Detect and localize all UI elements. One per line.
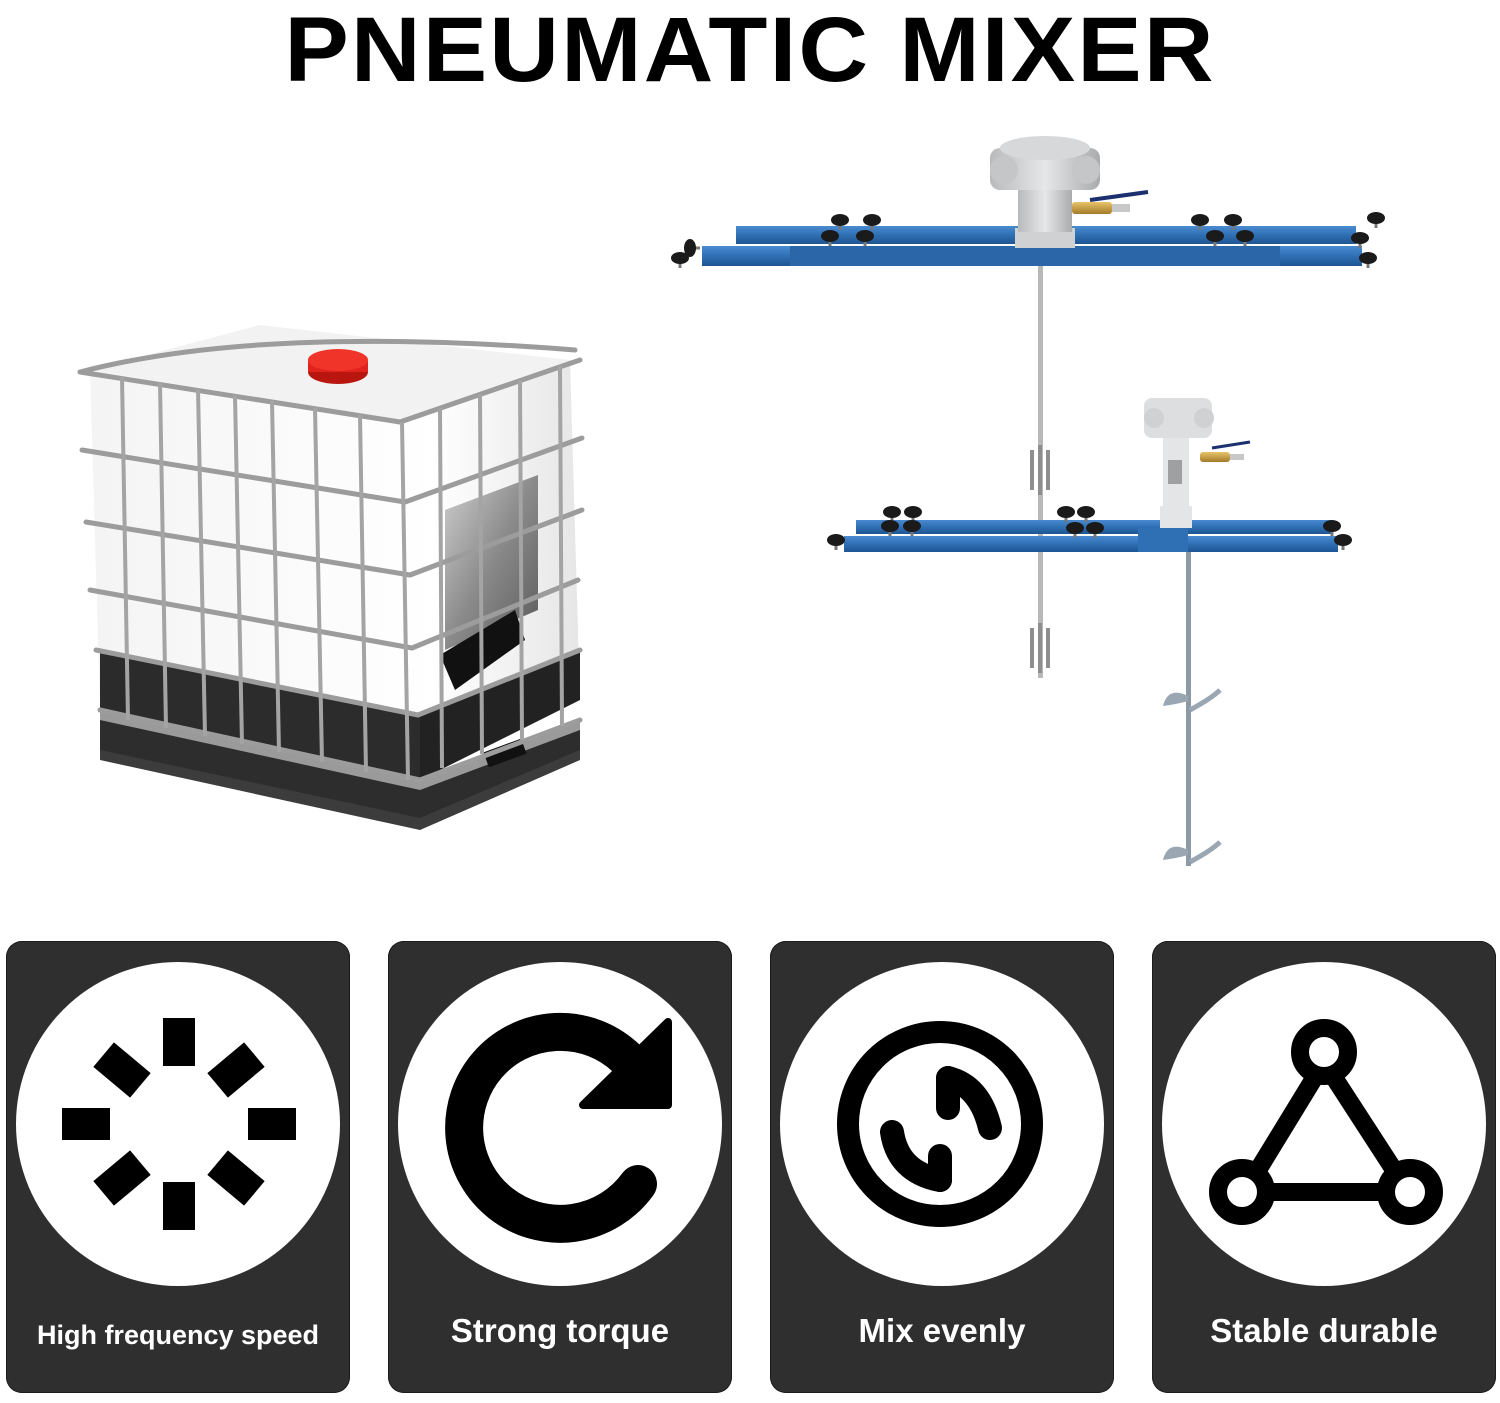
stable-durable-icon (1209, 1019, 1443, 1225)
feature-label: Mix evenly (858, 1312, 1026, 1349)
strong-torque-icon (445, 1012, 672, 1243)
product-scene (0, 110, 1500, 930)
feature-label: Stable durable (1210, 1312, 1438, 1349)
feature-label: High frequency speed (36, 1320, 320, 1350)
feature-panels: High frequency speed Strong torque Mix e… (0, 941, 1500, 1393)
ibc-tote-tank-image (77, 325, 585, 830)
feature-mix-evenly: Mix evenly (770, 941, 1114, 1393)
feature-high-frequency-speed: High frequency speed (6, 941, 350, 1393)
feature-icon-disc (16, 962, 340, 1286)
pneumatic-mixers-image (671, 136, 1385, 866)
feature-stable-durable: Stable durable (1152, 941, 1496, 1393)
feature-icon-disc (780, 962, 1104, 1286)
feature-icon-disc (398, 962, 722, 1286)
high-frequency-speed-icon (62, 1018, 296, 1230)
feature-strong-torque: Strong torque (388, 941, 732, 1393)
feature-label: Strong torque (450, 1312, 670, 1349)
feature-icon-disc (1162, 962, 1486, 1286)
mix-evenly-icon (837, 1021, 1043, 1227)
page-title: PNEUMATIC MIXER (284, 0, 1216, 101)
